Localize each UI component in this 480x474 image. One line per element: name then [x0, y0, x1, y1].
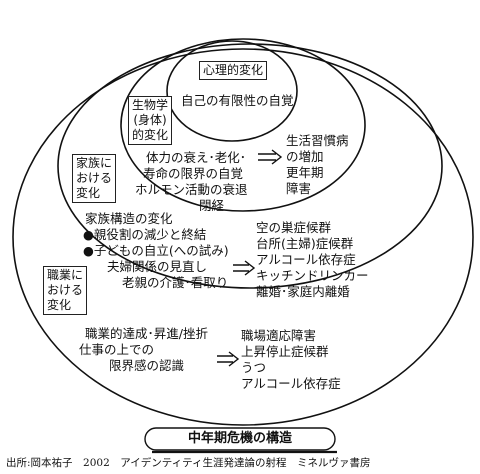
biological-cause: 閉経	[199, 198, 225, 213]
caption-frame	[144, 427, 336, 451]
diagram-title: 中年期危機の構造	[187, 431, 292, 446]
occupational-outcome: アルコール依存症	[241, 376, 341, 391]
family-outcome: 空の巣症候群	[256, 220, 332, 235]
biological-cause: ホルモン活動の衰退	[135, 182, 248, 197]
occupational-ellipse	[12, 48, 474, 426]
arrow-biological	[258, 149, 283, 165]
psychological-ellipse	[166, 40, 298, 142]
biological-ellipse	[120, 38, 366, 212]
occupational-cause: 仕事の上での	[79, 342, 155, 357]
family-cause: ●親役割の減少と終結	[83, 227, 207, 242]
arrow-occupational	[217, 351, 240, 367]
family-outcome: キッチンドリンカー	[256, 268, 369, 283]
family-outcome: アルコール依存症	[256, 252, 356, 267]
arrow-family	[233, 260, 256, 276]
family-label: 家族に おける 変化	[72, 154, 117, 203]
family-cause: ●子どもの自立(への試み)	[83, 243, 229, 258]
biological-cause: 体力の衰え･老化･	[146, 150, 247, 165]
family-cause: 老親の介護･看取り	[122, 275, 229, 290]
biological-outcome: 更年期	[286, 165, 324, 180]
biological-label: 生物学 (身体) 的変化	[128, 96, 173, 145]
source-citation: 出所:岡本祐子 2002 アイデンティティ生涯発達論の射程 ミネルヴァ書房	[6, 457, 371, 469]
biological-outcome: 生活習慣病	[286, 133, 349, 148]
occupational-label: 職業に おける 変化	[43, 266, 88, 315]
family-outcome: 離婚･家庭内離婚	[256, 284, 350, 299]
psychological-label: 心理的変化	[199, 61, 268, 80]
occupational-cause: 職業的達成･昇進/挫折	[85, 326, 208, 341]
occupational-outcome: 職場適応障害	[241, 328, 317, 343]
biological-outcome: 障害	[286, 181, 312, 196]
occupational-outcome: 上昇停止症候群	[241, 344, 329, 359]
family-outcome: 台所(主婦)症候群	[256, 236, 354, 251]
biological-outcome: の増加	[286, 149, 324, 164]
psychological-item: 自己の有限性の自覚	[181, 93, 294, 108]
occupational-cause: 限界感の認識	[109, 358, 185, 373]
family-ellipse	[57, 43, 443, 289]
biological-cause: 寿命の限界の自覚	[143, 166, 244, 181]
occupational-outcome: うつ	[241, 360, 267, 375]
family-cause: 夫婦関係の見直し	[107, 259, 208, 274]
family-cause: 家族構造の変化	[85, 211, 173, 226]
